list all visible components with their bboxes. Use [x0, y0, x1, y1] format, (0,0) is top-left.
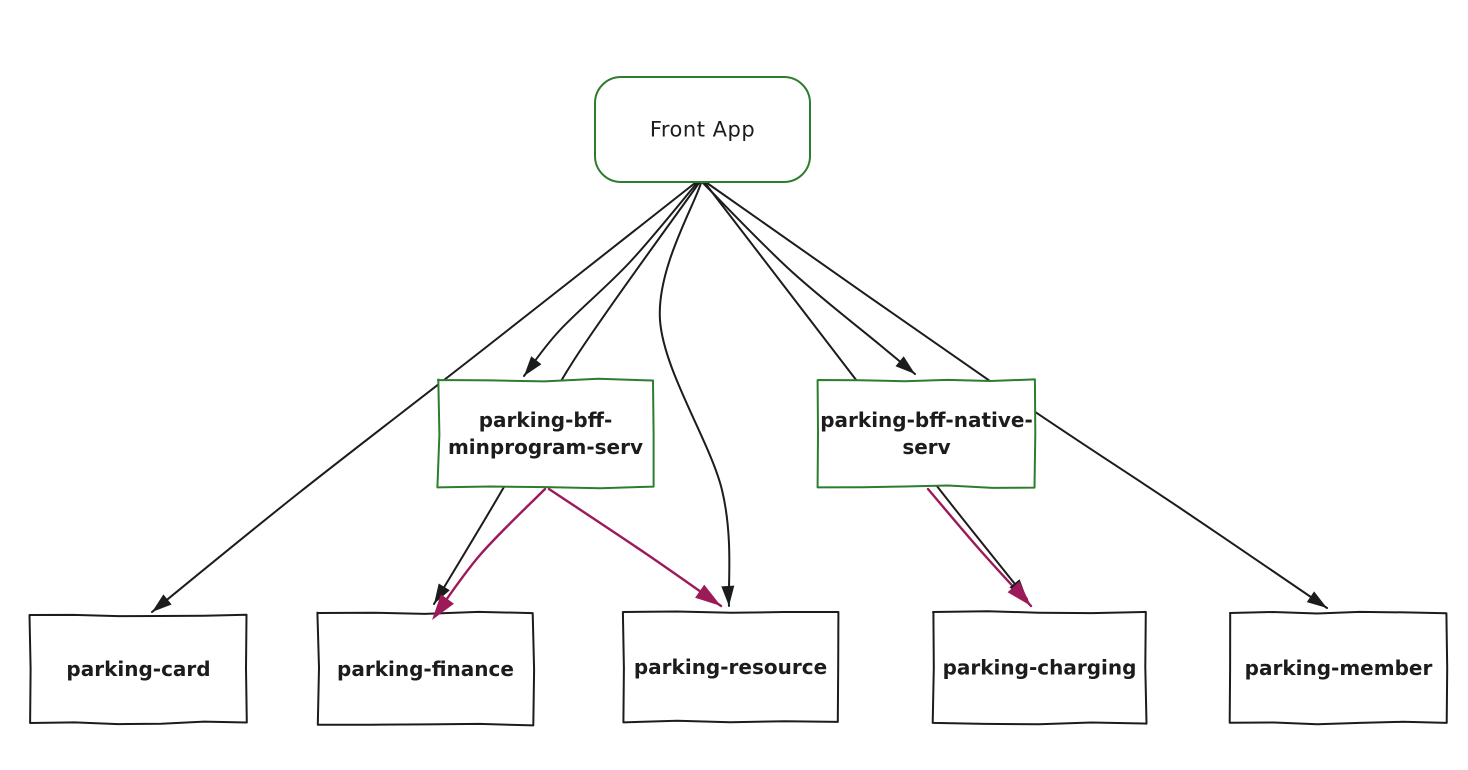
node-parking-finance: parking-finance: [316, 610, 536, 727]
parking-finance-box: [316, 610, 536, 727]
parking-card-label: parking-card: [66, 657, 210, 681]
edge-front-app-to-parking-resource: [658, 182, 731, 607]
parking-member-box: [1228, 610, 1449, 726]
bff-minprogram-box: [436, 377, 655, 490]
parking-member-label: parking-member: [1245, 656, 1433, 680]
parking-resource-box: [621, 610, 840, 724]
parking-card-box: [28, 613, 248, 726]
arrowhead-front-app-to-parking-finance: [434, 583, 450, 604]
bff-native-label: parking-bff-native-serv: [820, 408, 1033, 459]
node-bff-native: parking-bff-native-serv: [816, 378, 1037, 489]
arrowhead-front-app-to-bff-minprogram: [524, 356, 542, 376]
node-parking-card: parking-card: [28, 613, 248, 726]
bff-minprogram-label: parking-bff-minprogram-serv: [448, 408, 643, 459]
parking-charging-box: [931, 610, 1148, 726]
node-layer: Front App parking-bff-minprogram-serv park…: [28, 76, 1449, 727]
edge-front-app-to-parking-member: [706, 182, 1328, 609]
arrowhead-front-app-to-parking-resource: [721, 585, 735, 606]
arrowhead-bff-minprogram-to-parking-finance: [432, 594, 454, 620]
node-parking-member: parking-member: [1228, 610, 1449, 726]
node-parking-resource: parking-resource: [621, 610, 840, 724]
parking-resource-label: parking-resource: [634, 655, 827, 679]
bff-native-box: [816, 378, 1037, 489]
edge-front-app-to-bff-native: [702, 182, 916, 375]
front-app-box: [594, 76, 811, 183]
edge-bff-minprogram-to-parking-resource: [547, 487, 723, 608]
parking-charging-label: parking-charging: [943, 656, 1137, 680]
edge-front-app-to-parking-card: [151, 182, 696, 613]
node-bff-minprogram: parking-bff-minprogram-serv: [436, 377, 655, 490]
edge-front-app-to-bff-minprogram: [523, 182, 698, 377]
arrow-layer: [152, 356, 1327, 620]
node-parking-charging: parking-charging: [931, 610, 1148, 726]
edge-layer: [151, 182, 1328, 622]
arrowhead-bff-minprogram-to-parking-resource: [695, 584, 721, 606]
arrowhead-front-app-to-bff-native: [895, 356, 915, 374]
arrowhead-front-app-to-parking-member: [1306, 591, 1327, 608]
parking-finance-label: parking-finance: [337, 657, 514, 681]
node-front-app: Front App: [594, 76, 811, 183]
arrowhead-bff-native-to-parking-charging: [1007, 581, 1031, 606]
front-app-label: Front App: [650, 118, 755, 142]
arrowhead-front-app-to-parking-card: [152, 594, 172, 612]
